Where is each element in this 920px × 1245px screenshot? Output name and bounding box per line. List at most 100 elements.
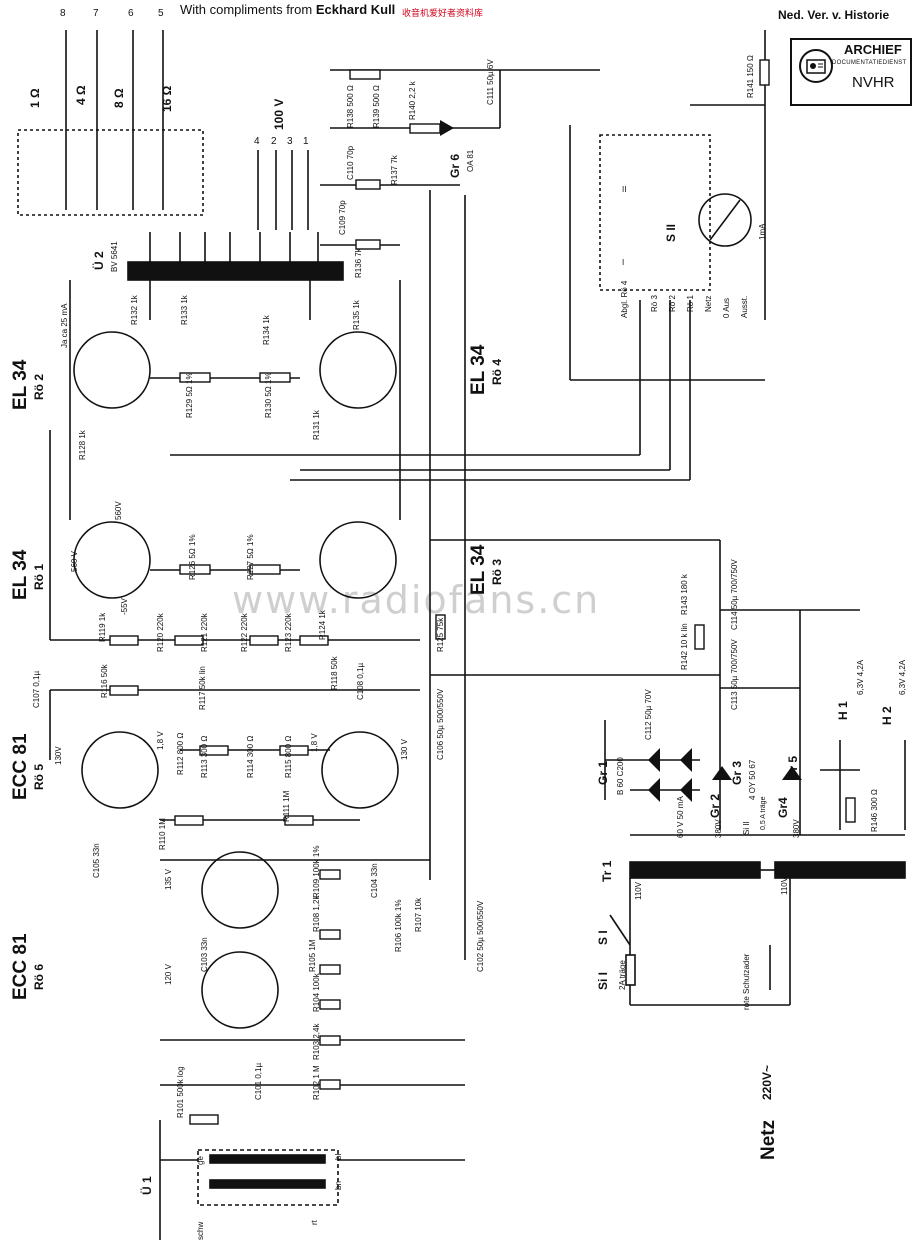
label-r106: R106 100k 1% bbox=[394, 899, 403, 952]
label-r111: R111 1M bbox=[282, 790, 291, 822]
label-c113: C113 50µ 700/750V bbox=[730, 639, 739, 710]
volt-560-a: 560 V bbox=[70, 551, 79, 572]
label-r120: R120 220k bbox=[156, 613, 165, 652]
label-r118: R118 50k bbox=[330, 656, 339, 690]
label-c101: C101 0,1µ bbox=[254, 1062, 263, 1100]
label-si-i: Si I bbox=[596, 971, 610, 990]
output-16ohm: 16 Ω bbox=[160, 85, 174, 112]
transformer-u2-type: BV 5641 bbox=[110, 241, 119, 272]
credit-line: With compliments from Eckhard Kull bbox=[180, 2, 395, 17]
tube-ro4-type: EL 34 bbox=[468, 344, 489, 395]
label-gr3-type: 4 OY 50 67 bbox=[748, 759, 757, 800]
stamp-line3: NVHR bbox=[852, 74, 895, 91]
tube-ro5-type: ECC 81 bbox=[10, 733, 31, 800]
output-100v: 100 V bbox=[272, 98, 286, 130]
output-1ohm: 1 Ω bbox=[28, 88, 42, 108]
label-meter: 1mA bbox=[758, 223, 767, 240]
transformer-u2: Ü 2 bbox=[92, 251, 106, 270]
label-r133: R133 1k bbox=[180, 295, 189, 325]
label-c104: C104 33n bbox=[370, 863, 379, 898]
v100-term-4: 4 bbox=[254, 136, 260, 147]
label-switch-sii: S II bbox=[664, 223, 678, 242]
volt-560-b: 560V bbox=[114, 501, 123, 520]
anode-current: Ja ca 25 mA bbox=[60, 303, 69, 348]
tube-ro5-name: Rö 5 bbox=[32, 763, 46, 790]
label-c112: C112 50µ 70V bbox=[644, 689, 653, 740]
output-4ohm: 4 Ω bbox=[74, 85, 88, 105]
label-switch-si: S I bbox=[596, 930, 610, 945]
label-c111: C111 50µ 6V bbox=[486, 59, 495, 105]
label-c106: C106 50µ 500/550V bbox=[436, 688, 445, 760]
tube-ro1-type: EL 34 bbox=[10, 549, 31, 600]
wire-ge: ge bbox=[196, 1156, 205, 1165]
tap-110-b: 110V bbox=[780, 876, 789, 895]
label-c114: C114 50µ 700/750V bbox=[730, 559, 739, 630]
label-r123: R123 220k bbox=[284, 613, 293, 652]
label-r146: R146 300 Ω bbox=[870, 789, 879, 832]
transformer-u1: Ü 1 bbox=[140, 1176, 154, 1195]
label-r139: R139 500 Ω bbox=[372, 85, 381, 128]
label-gr1: Gr 1 bbox=[596, 760, 610, 785]
label-r115: R115 800 Ω bbox=[284, 735, 293, 778]
label-r130: R130 5Ω 1% bbox=[264, 372, 273, 418]
org-title: Ned. Ver. v. Historie bbox=[778, 8, 890, 22]
credit-name: Eckhard Kull bbox=[315, 2, 396, 17]
label-r101: R101 500k log bbox=[176, 1066, 185, 1118]
label-c108: C108 0,1µ bbox=[356, 662, 365, 700]
label-gr3: Gr 3 bbox=[730, 760, 744, 785]
volt-130-a: 130V bbox=[54, 746, 63, 765]
label-r131: R131 1k bbox=[312, 410, 321, 440]
label-si2-rating: 0,5 A träge bbox=[760, 796, 767, 830]
label-r138: R138 500 Ω bbox=[346, 85, 355, 128]
watermark: www.radiofans.cn bbox=[232, 578, 601, 622]
v100-term-1: 1 bbox=[303, 136, 309, 147]
tube-ro1-name: Rö 1 bbox=[32, 563, 46, 590]
switch-pos-ro1: Rö 1 bbox=[686, 295, 695, 312]
sec-380-a: 380V bbox=[714, 819, 723, 838]
heater-h1-rating: 6,3V 4,2A bbox=[856, 659, 865, 695]
tube-ro2-name: Rö 2 bbox=[32, 373, 46, 400]
label-c102: C102 50µ 500/550V bbox=[476, 900, 485, 972]
heater-h2: H 2 bbox=[880, 706, 894, 725]
credit-cn: 收音机爱好者资料库 bbox=[402, 8, 484, 18]
label-r110: R110 1M bbox=[158, 818, 167, 850]
label-r116: R116 50k bbox=[100, 664, 109, 698]
v100-term-2: 2 bbox=[271, 136, 277, 147]
label-r132: R132 1k bbox=[130, 295, 139, 325]
output-8ohm: 8 Ω bbox=[112, 88, 126, 108]
v100-term-3: 3 bbox=[287, 136, 293, 147]
switch-pos-ausst: Ausst. bbox=[740, 295, 749, 318]
heater-h2-rating: 6,3V 4,2A bbox=[898, 659, 907, 695]
label-gr6: Gr 6 bbox=[448, 153, 462, 178]
label-r121: R121 220k bbox=[200, 613, 209, 652]
label-r128: R128 1k bbox=[78, 430, 87, 460]
heater-h1: H 1 bbox=[836, 701, 850, 720]
label-r126: R126 5Ω 1% bbox=[188, 534, 197, 580]
tube-ro3-type: EL 34 bbox=[468, 544, 489, 595]
label-c107: C107 0,1µ bbox=[32, 670, 41, 708]
switch-pos-abgl: Abgl. Rö 4 bbox=[620, 280, 629, 318]
label-r136: R136 7k bbox=[354, 248, 363, 278]
label-r129: R129 5Ω 1% bbox=[185, 372, 194, 418]
label-r125: R125 75k bbox=[436, 617, 445, 652]
volt-neg55: -55V bbox=[120, 598, 129, 615]
tube-ro2-type: EL 34 bbox=[10, 359, 31, 410]
tube-ro3-name: Rö 3 bbox=[490, 558, 504, 585]
volt-18-b: 1,8 V bbox=[310, 733, 319, 752]
sec-60v: 60 V 50 mA bbox=[676, 796, 685, 838]
top-term-8: 8 bbox=[60, 8, 66, 19]
label-r140: R140 2,2 k bbox=[408, 81, 417, 120]
label-r137: R137 7k bbox=[390, 155, 399, 185]
label-gr2: Gr 2 bbox=[708, 793, 722, 818]
top-term-6: 6 bbox=[128, 8, 134, 19]
switch-pos-ii: II bbox=[622, 185, 627, 194]
label-r109: R109 100k 1% bbox=[312, 845, 321, 898]
label-r134: R134 1k bbox=[262, 315, 271, 345]
label-r105: R105 1M bbox=[308, 939, 317, 972]
label-gr6-type: OA 81 bbox=[466, 149, 475, 172]
volt-120: 120 V bbox=[164, 964, 173, 985]
credit-prefix: With compliments from bbox=[180, 2, 313, 17]
switch-pos-ro3: Rö 3 bbox=[650, 295, 659, 312]
mains-voltage: 220V~ bbox=[760, 1064, 774, 1100]
wire-rt: rt bbox=[310, 1220, 319, 1225]
